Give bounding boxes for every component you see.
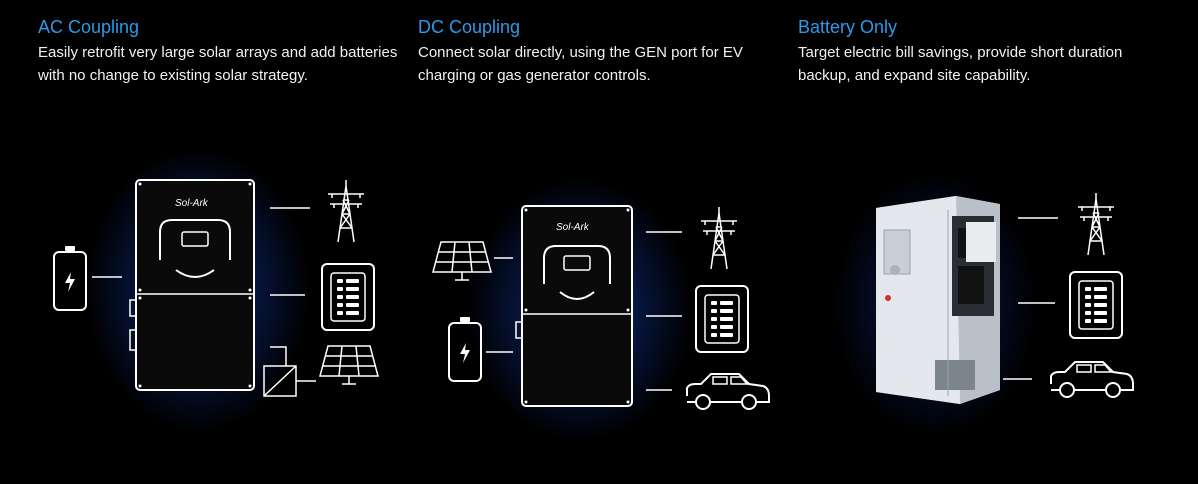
- column-title: Battery Only: [798, 17, 898, 37]
- car-icon: [686, 373, 770, 410]
- battery-cabinet-icon: [876, 196, 1000, 404]
- battery-icon: [448, 316, 482, 382]
- brand-logo: Sol-Ark: [175, 198, 209, 209]
- string-inverter-icon: [263, 365, 297, 397]
- column-ac-coupling: AC Coupling Easily retrofit very large s…: [38, 16, 408, 87]
- column-description: Target electric bill savings, provide sh…: [798, 44, 1123, 84]
- electrical-panel-icon: [695, 285, 749, 353]
- inverter-icon: Sol-Ark: [129, 179, 255, 391]
- car-icon: [1050, 361, 1134, 398]
- transmission-tower-icon: [327, 179, 365, 243]
- battery-icon: [53, 245, 87, 311]
- solar-panel-icon: [432, 241, 492, 281]
- electrical-panel-icon: [321, 263, 375, 331]
- column-battery-only: Battery Only Target electric bill saving…: [798, 16, 1168, 87]
- column-title: DC Coupling: [418, 17, 521, 37]
- inverter-icon: Sol-Ark: [515, 205, 633, 407]
- connector-line: [270, 346, 287, 366]
- column-dc-coupling: DC Coupling Connect solar directly, usin…: [418, 16, 788, 87]
- transmission-tower-icon: [1077, 192, 1115, 256]
- electrical-panel-icon: [1069, 271, 1123, 339]
- brand-logo: Sol-Ark: [556, 222, 590, 233]
- transmission-tower-icon: [700, 206, 738, 270]
- column-description: Easily retrofit very large solar arrays …: [38, 44, 398, 84]
- column-title: AC Coupling: [38, 17, 140, 37]
- column-description: Connect solar directly, using the GEN po…: [418, 44, 743, 84]
- solar-panel-icon: [319, 345, 379, 385]
